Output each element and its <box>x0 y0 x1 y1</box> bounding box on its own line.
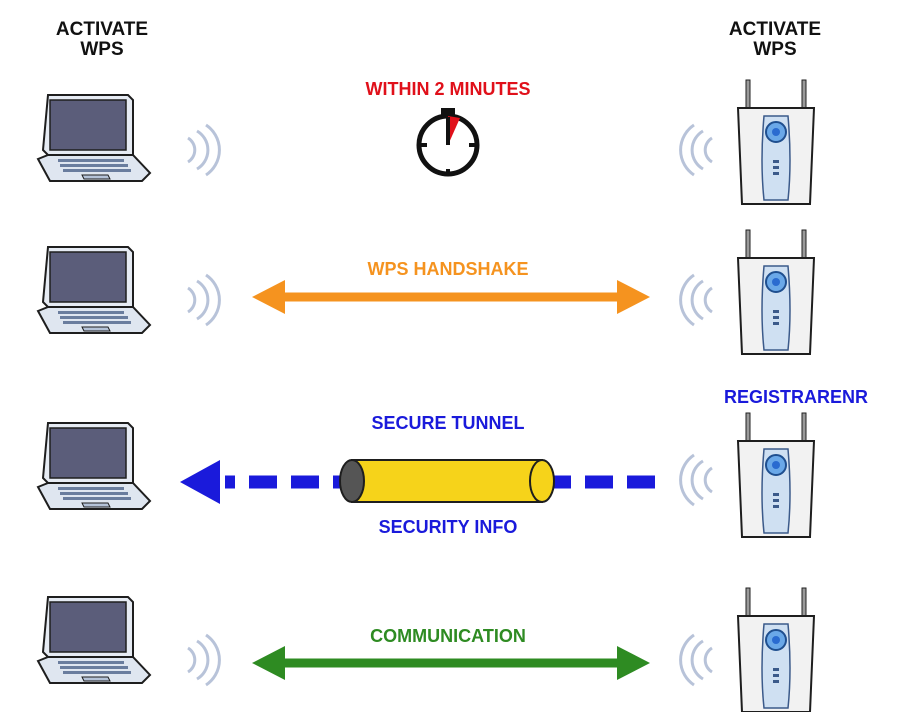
left-header-line2: WPS <box>80 38 124 60</box>
laptop-icon <box>37 94 151 182</box>
right-header-line1: ACTIVATE <box>728 19 822 40</box>
left-header: ACTIVATE WPS <box>42 20 162 60</box>
wifi-signal-icon <box>186 633 221 687</box>
timer-label: WITHIN 2 MINUTES <box>365 79 531 99</box>
wifi-signal-icon <box>679 123 714 177</box>
laptop-icon <box>37 596 151 684</box>
access-point-icon <box>737 229 815 355</box>
laptop-icon <box>37 422 151 510</box>
wifi-signal-icon <box>186 273 221 327</box>
wifi-signal-icon <box>679 273 714 327</box>
registrar-label: REGISTRARENR <box>723 387 868 407</box>
tunnel-cylinder <box>339 459 555 503</box>
laptop-icon <box>37 246 151 334</box>
right-header: ACTIVATE WPS <box>715 20 835 60</box>
stopwatch-icon <box>416 108 480 177</box>
communication-arrow <box>252 646 650 680</box>
security-info-label: SECURITY INFO <box>378 517 518 537</box>
handshake-label: WPS HANDSHAKE <box>367 259 529 279</box>
tunnel-label: SECURE TUNNEL <box>371 413 525 433</box>
communication-label: COMMUNICATION <box>370 626 526 646</box>
access-point-icon <box>737 412 815 538</box>
access-point-icon <box>737 79 815 205</box>
wifi-signal-icon <box>679 453 714 507</box>
right-header-line2: WPS <box>753 38 797 60</box>
access-point-icon <box>737 587 815 713</box>
wifi-signal-icon <box>186 123 221 177</box>
wifi-signal-icon <box>679 633 714 687</box>
handshake-arrow <box>252 280 650 314</box>
left-header-line1: ACTIVATE <box>55 19 149 40</box>
